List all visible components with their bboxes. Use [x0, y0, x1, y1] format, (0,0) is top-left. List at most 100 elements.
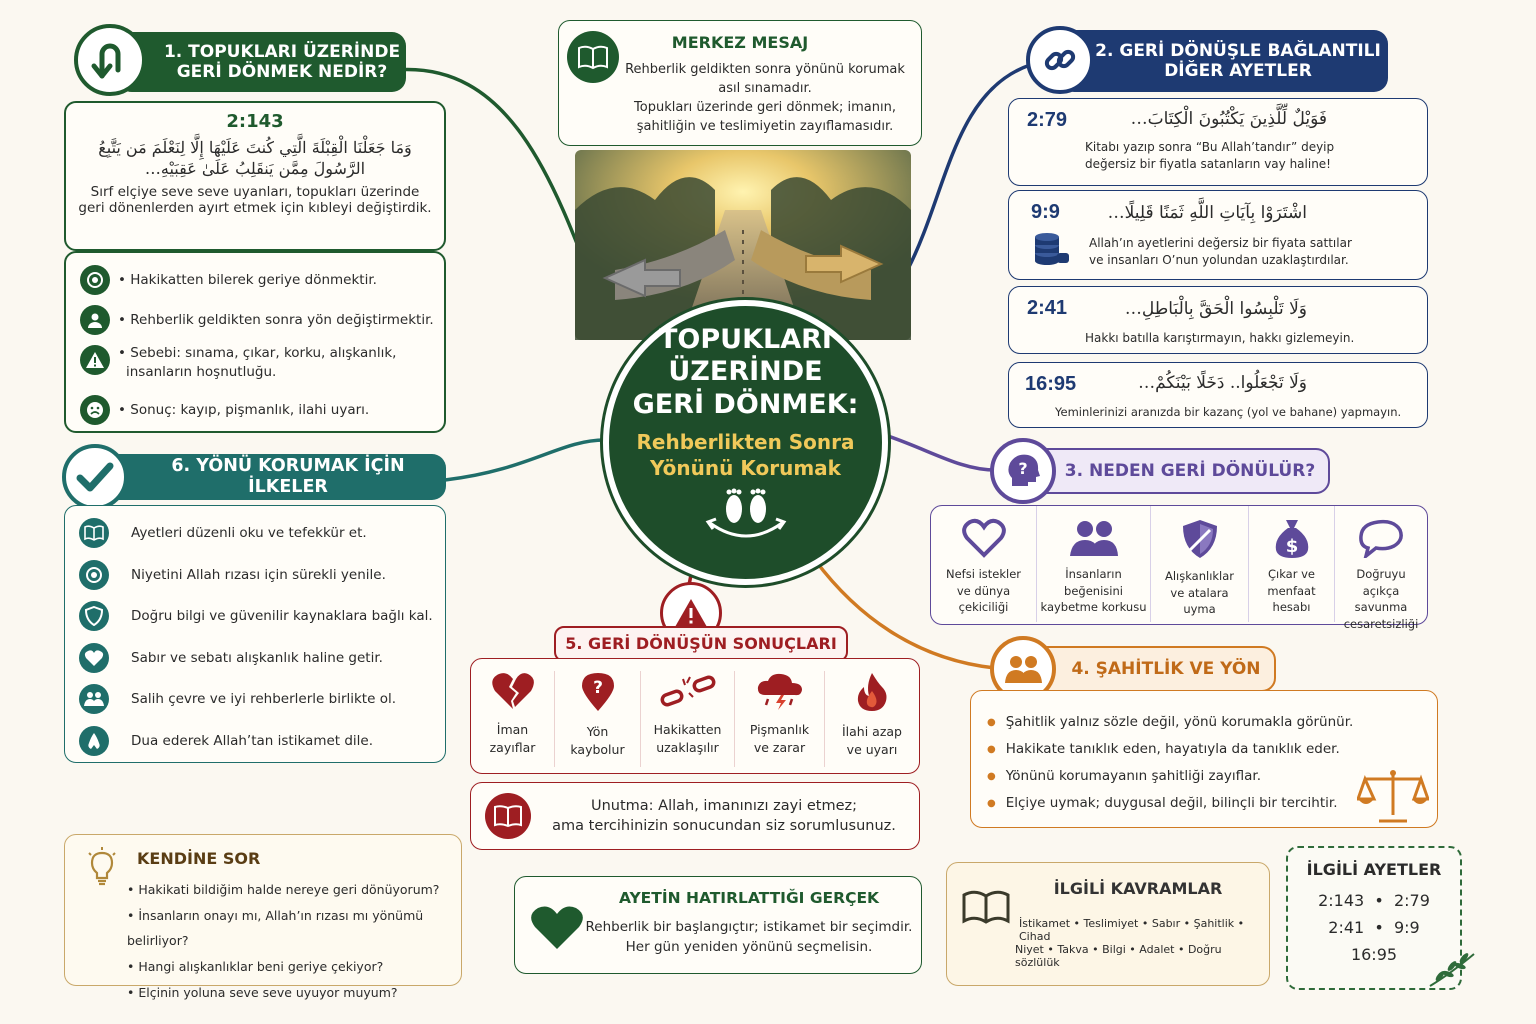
target-icon: [80, 265, 110, 295]
speech-bubble-icon: [1359, 519, 1403, 561]
result-item: Pişmanlık ve zarar: [735, 671, 825, 767]
lightbulb-icon: [88, 847, 116, 886]
result-text: uzaklaşılır: [656, 740, 719, 756]
u-turn-icon: [74, 24, 146, 96]
bullet-text: • Sebebi: sınama, çıkar, korku, alışkanl…: [118, 345, 397, 361]
central-message-line: şahitliğin ve teslimiyetin zayıflamasıdı…: [636, 118, 894, 134]
target-icon: [79, 560, 109, 590]
section1-title-line2: GERİ DÖNMEK NEDİR?: [176, 62, 388, 82]
people-icon: [79, 684, 109, 714]
central-message-line: asıl sınamadır.: [718, 80, 812, 96]
verse-ref: 2:41: [1027, 297, 1068, 319]
bullet-text: Yönünü korumayanın şahitliği zayıflar.: [1005, 768, 1262, 784]
broken-heart-icon: [491, 673, 534, 709]
reason-text: Doğruyu: [1356, 567, 1406, 581]
checkmark-icon: [62, 444, 128, 510]
related-verses-title: İLGİLİ AYETLER: [1306, 860, 1442, 879]
verse-2-143-card: 2:143 وَمَا جَعَلْنَا الْقِبْلَةَ الَّتِ…: [64, 101, 446, 251]
result-text: Hakikatten: [653, 722, 722, 737]
heart-icon: [961, 518, 1006, 558]
svg-text:$: $: [1285, 536, 1298, 557]
principle-text: Sabır ve sebatı alışkanlık haline getir.: [131, 650, 383, 666]
bullet-text: Elçiye uymak; duygusal değil, bilinçli b…: [1005, 795, 1338, 811]
verse-translation: Yeminlerinizi aranızda bir kazanç (yol v…: [1055, 405, 1402, 419]
result-text: Yön: [586, 724, 609, 739]
question-text: • İnsanların onayı mı, Allah’ın rızası m…: [127, 907, 424, 949]
result-text: ve uyarı: [846, 742, 898, 758]
verse-9-9-card: 9:9 اشْتَرَوْا بِآيَاتِ اللَّهِ ثَمَنًا …: [1008, 190, 1428, 280]
question-text: • Hangi alışkanlıklar beni geriye çekiyo…: [127, 958, 384, 974]
reason-text: cesaretsizliği: [1343, 617, 1419, 632]
open-book-icon: [485, 793, 531, 839]
concepts-title: İLGİLİ KAVRAMLAR: [1053, 879, 1223, 898]
section1-bullet-4: • Sonuç: kayıp, pişmanlık, ilahi uyarı.: [80, 395, 369, 425]
bullet-text: Şahitlik yalnız sözle değil, yönü koruma…: [1005, 714, 1354, 730]
section1-title-line1: 1. TOPUKLARI ÜZERİNDE: [163, 41, 401, 62]
olive-branch-icon: [1429, 953, 1475, 987]
section3-title: 3. NEDEN GERİ DÖNÜLÜR?: [1024, 448, 1330, 494]
reason-text: Alışkanlıklar: [1164, 569, 1235, 583]
section2-title-line1: 2. GERİ DÖNÜŞLE BAĞLANTILI: [1095, 40, 1381, 61]
verse-2-41-card: 2:41 وَلَا تَلْبِسُوا الْحَقَّ بِالْبَاط…: [1008, 286, 1428, 354]
money-bag-icon: $: [1275, 520, 1308, 558]
verse-2-79-card: 2:79 فَوَيْلٌ لِّلَّذِينَ يَكْتُبُونَ ال…: [1008, 98, 1428, 186]
verse-ref: 9:9: [1031, 201, 1060, 223]
heart-icon: [531, 906, 583, 949]
result-text: zayıflar: [489, 740, 536, 756]
principle-text: Salih çevre ve iyi rehberlerle birlikte …: [131, 691, 397, 707]
reason-text: açıkça savunma: [1354, 583, 1408, 615]
reason-text: ve dünya: [956, 583, 1011, 598]
section5-title-text: 5. GERİ DÖNÜŞÜN SONUÇLARI: [565, 634, 837, 653]
reason-text: ve atalara: [1170, 585, 1229, 600]
question-head-icon: ?: [990, 438, 1056, 504]
book-icon: [79, 518, 109, 548]
central-message-card: MERKEZ MESAJ Rehberlik geldikten sonra y…: [558, 20, 922, 146]
reminder-text: Rehberlik bir başlangıçtır; istikamet bi…: [585, 919, 913, 935]
result-text: İman: [496, 722, 529, 737]
bullet-text: • Sonuç: kayıp, pişmanlık, ilahi uyarı.: [118, 402, 370, 418]
scales-icon: [1357, 770, 1429, 823]
verse-arabic-line2: الرَّسُولَ مِمَّن يَنقَلِبُ عَلَىٰ عَقِب…: [144, 159, 366, 178]
section1-bullet-1: • Hakikatten bilerek geriye dönmektir.: [80, 265, 377, 295]
section4-card: ●Şahitlik yalnız sözle değil, yönü korum…: [970, 690, 1438, 828]
verse-arabic: فَوَيْلٌ لِّلَّذِينَ يَكْتُبُونَ الْكِتَ…: [1130, 109, 1327, 129]
link-icon: [1026, 26, 1094, 94]
related-verses-row2: 2:41 • 9:9: [1328, 918, 1420, 937]
bullet-text: • Hakikatten bilerek geriye dönmektir.: [118, 272, 377, 288]
principle-text: Niyetini Allah rızası için sürekli yenil…: [131, 567, 386, 583]
result-text: Pişmanlık: [749, 722, 810, 737]
broken-chain-icon: [660, 675, 715, 707]
section4-title-text: 4. ŞAHİTLİK VE YÖN: [1071, 658, 1261, 679]
central-message-line: Topukları üzerinde geri dönmek; imanın,: [634, 99, 896, 115]
result-item: Hakikatten uzaklaşılır: [641, 671, 735, 767]
reason-text: menfaat: [1267, 583, 1316, 598]
verse-translation: ve insanları O’nun yolundan uzaklaştırdı…: [1089, 253, 1349, 268]
result-item: İman zayıflar: [471, 671, 555, 767]
principle-item: Doğru bilgi ve güvenilir kaynaklara bağl…: [79, 601, 433, 631]
central-message-line: Rehberlik geldikten sonra yönünü korumak: [625, 62, 905, 77]
self-reflection-title: KENDİNE SOR: [137, 849, 261, 868]
praying-hands-icon: [79, 726, 109, 756]
verse-translation: Allah’ın ayetlerini değersiz bir fiyata …: [1089, 236, 1352, 250]
central-title-line1: TOPUKLARI: [659, 324, 832, 355]
fire-icon: [857, 673, 887, 711]
section1-bullets-card: • Hakikatten bilerek geriye dönmektir. •…: [64, 251, 446, 433]
shield-icon: [79, 601, 109, 631]
verse-translation-line2: geri dönenlerden ayırt etmek için kıbley…: [78, 200, 432, 216]
reason-text: kaybetme korkusu: [1040, 600, 1147, 615]
bullet-text: Hakikate tanıklık eden, hayatıyla da tan…: [1005, 741, 1340, 757]
central-title-line3: GERİ DÖNMEK:: [632, 388, 859, 420]
central-subtitle-line2: Yönünü Korumak: [650, 456, 841, 481]
verse-ref: 2:79: [1027, 109, 1068, 131]
principle-item: Niyetini Allah rızası için sürekli yenil…: [79, 560, 386, 590]
section5-note-card: Unutma: Allah, imanınızı zayi etmez; ama…: [470, 782, 920, 850]
result-text: ve zarar: [753, 740, 806, 756]
principle-item: Ayetleri düzenli oku ve tefekkür et.: [79, 518, 367, 548]
